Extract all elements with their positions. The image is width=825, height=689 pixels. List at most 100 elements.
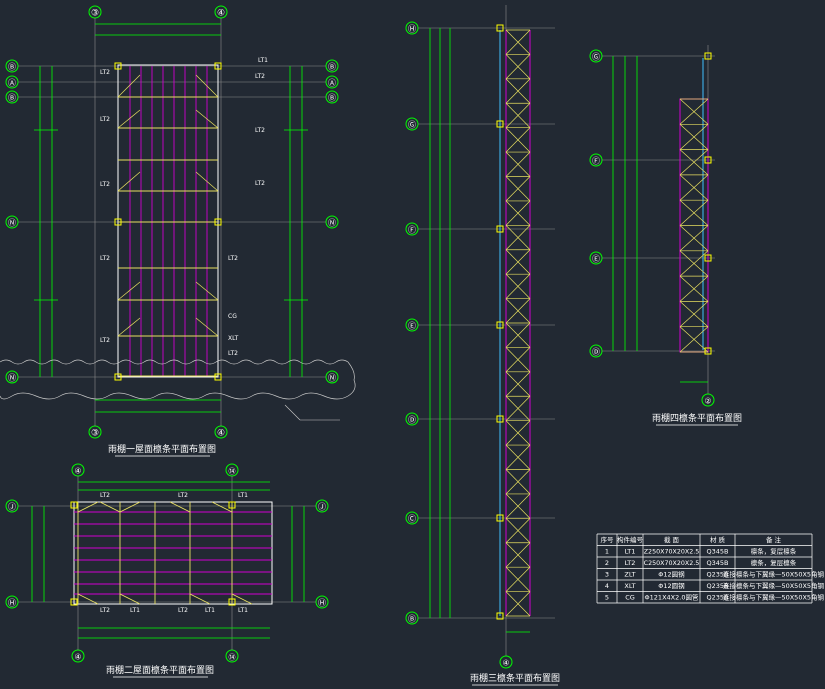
- drawing4-truss-diagonal: [679, 124, 709, 150]
- drawing4-truss: [679, 98, 709, 353]
- member-table-cell: Q345B: [707, 559, 729, 567]
- drawing3-truss-diagonal: [505, 151, 531, 177]
- member-table-cell: LT2: [625, 559, 636, 567]
- drawing4-column-markers: [704, 52, 712, 355]
- drawing1-axis-left-label-2: Ⓐ: [8, 79, 16, 88]
- member-table-cell: Q235B: [707, 571, 729, 579]
- member-table-header-cell: 构件编号: [617, 535, 644, 544]
- drawing2-axis-top-label-2: ⑭: [229, 468, 236, 476]
- drawing1-purlin-label-9: LT2: [228, 255, 238, 262]
- drawing2-column-markers: [70, 501, 236, 606]
- drawing1-dimensions: [34, 23, 308, 413]
- drawing1-axis-bottom-label-1: ③: [91, 429, 99, 439]
- member-table-cell: 4: [605, 582, 609, 590]
- drawing1-purlin-label-1: LT2: [100, 69, 110, 76]
- drawing4-truss-diagonal: [679, 326, 709, 353]
- drawing1-axis-right-label-3: Ⓑ: [328, 94, 336, 103]
- drawing1-axis-left-label-5: Ⓝ: [8, 374, 16, 383]
- drawing2-labels: LT2 LT2 LT2 LT2 LT1 LT1 LT1 LT1: [100, 492, 248, 614]
- drawing4-truss-diagonal: [679, 225, 709, 252]
- drawing3-truss-diagonal: [505, 566, 531, 592]
- member-table-cell: Q235B: [707, 582, 729, 590]
- drawing3-axis-label-2: Ⓖ: [408, 121, 416, 130]
- drawing1-roof-outline: [117, 64, 219, 378]
- drawing2-beams: [77, 501, 253, 605]
- drawing1-axis-top-label-2: ④: [217, 9, 225, 19]
- drawing2-brace-label-3: LT1: [130, 607, 140, 614]
- drawing3-truss-diagonal: [505, 54, 531, 80]
- drawing3-truss: [505, 29, 531, 617]
- drawing2-purlins: [74, 511, 272, 595]
- drawing1-purlin-label-5: LT2: [100, 337, 110, 344]
- drawing3-truss-diagonal: [505, 225, 531, 250]
- drawing4-title: 雨棚四檩条平面布置图: [652, 412, 742, 424]
- drawing1-brace-label-2: XLT: [228, 335, 239, 342]
- drawing2-purlin-label-1: LT2: [100, 492, 110, 499]
- drawing3-truss-diagonal: [505, 176, 531, 202]
- drawing3-truss-diagonal: [505, 420, 531, 446]
- member-table-cell: Φ12圆钢: [658, 582, 685, 590]
- drawing3-truss-diagonal: [505, 127, 531, 153]
- drawing3-truss-diagonal: [505, 103, 531, 128]
- drawing3-truss-diagonal: [505, 518, 531, 543]
- drawing2-axis-bottom-label-1: ④: [74, 653, 81, 662]
- drawing3-axis-label-1: Ⓗ: [408, 25, 416, 34]
- drawing2-brace-label-4: LT1: [205, 607, 215, 614]
- drawing3-axis-bottom: ④: [499, 655, 513, 669]
- drawing2-axis-left-label-2: Ⓗ: [8, 599, 16, 608]
- drawing1-purlin-label-3: LT2: [100, 181, 110, 188]
- member-table-cell: 檩条，复层檩条: [751, 547, 797, 556]
- drawing1-purlin-label-8: LT2: [255, 180, 265, 187]
- drawing3-truss-diagonal: [505, 200, 531, 226]
- drawing1-axis-right-label-4: Ⓝ: [328, 219, 336, 228]
- drawing1-axis-left-label-1: Ⓑ: [8, 63, 16, 72]
- member-table-cell: ZLT: [624, 571, 635, 579]
- drawing1-purlin-label-10: LT2: [228, 350, 238, 357]
- drawing1-purlins: [129, 66, 208, 376]
- member-table-cell: CG: [625, 594, 635, 602]
- drawing1-axis-top-label-1: ③: [91, 9, 99, 19]
- drawing4-truss-diagonal: [679, 174, 709, 201]
- member-table-cell: 连接檩条与下翼缘—50X50X5角钢: [723, 570, 825, 579]
- member-table-cell: 1: [605, 548, 609, 556]
- drawing3-axis-label-6: Ⓒ: [408, 515, 416, 524]
- member-table-cell: 檩条，复层檩条: [751, 558, 797, 567]
- member-table-header-cell: 截 面: [664, 535, 680, 544]
- member-table-cell: Q235B: [707, 594, 729, 602]
- drawing3-axis-label-5: Ⓓ: [408, 416, 416, 425]
- member-table-cell: 2: [605, 559, 609, 567]
- drawing1-column-markers: [114, 62, 222, 381]
- drawing3-axis-label-7: Ⓑ: [408, 615, 416, 624]
- drawing2-brace-label-1: LT1: [238, 492, 248, 499]
- drawing1-axis-right-label-2: Ⓐ: [328, 79, 336, 88]
- drawing4-truss-diagonal: [679, 250, 709, 277]
- drawing2-purlin-label-4: LT2: [178, 607, 188, 614]
- drawing1-purlin-label-2: LT2: [100, 116, 110, 123]
- drawing3-truss-diagonal: [505, 444, 531, 470]
- drawing3-truss-diagonal: [505, 371, 531, 397]
- member-table-cell: Q345B: [707, 548, 729, 556]
- drawing1-purlin-label-4: LT2: [100, 255, 110, 262]
- drawing2-axis-right-label-1: Ⓙ: [318, 503, 326, 512]
- drawing1-axis-right-label-1: Ⓑ: [328, 63, 336, 72]
- drawing3-title: 雨棚三檩条平面布置图: [470, 672, 560, 684]
- member-table-cell: 连接檩条与下翼缘—50X50X5角钢: [723, 581, 825, 590]
- drawing2-axis-top-label-1: ④: [74, 467, 81, 476]
- drawing4-axis-bottom-label: ②: [704, 397, 711, 406]
- drawing4-axis-label-3: Ⓔ: [592, 255, 600, 264]
- drawing1-braces: [117, 74, 219, 337]
- drawing3-truss-diagonal: [505, 591, 531, 617]
- drawing3-truss-diagonal: [505, 322, 531, 348]
- member-table-header-cell: 备 注: [766, 535, 782, 544]
- drawing3-truss-diagonal: [505, 298, 531, 324]
- drawing3-dimensions: [429, 28, 530, 633]
- drawing2-title: 雨棚二屋面檩条平面布置图: [106, 664, 214, 676]
- member-table-cell: Φ121X4X2.0圆管: [645, 593, 699, 602]
- drawing3-truss-diagonal: [505, 493, 531, 519]
- drawing4-truss-diagonal: [679, 199, 709, 226]
- drawing2-purlin-label-3: LT2: [100, 607, 110, 614]
- drawing2-brace-label-2: LT1: [238, 607, 248, 614]
- drawing4-plan: Ⓖ Ⓕ Ⓔ Ⓓ ② 雨棚四檩条平面布置图: [589, 45, 742, 426]
